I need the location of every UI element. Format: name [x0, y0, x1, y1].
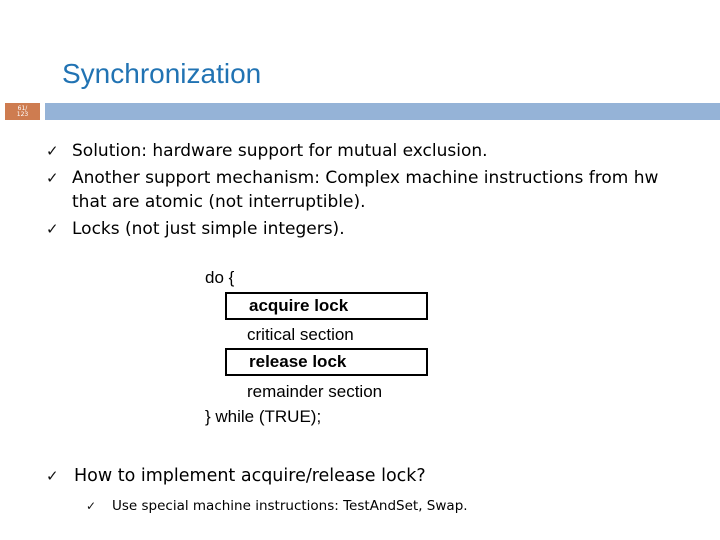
slide-number-current: 61/ — [17, 104, 28, 112]
code-line-do: do { — [205, 268, 235, 287]
sub-bullet-text: Use special machine instructions: TestAn… — [112, 498, 468, 514]
code-diagram: do { acquire lock critical section relea… — [205, 268, 455, 438]
remainder-section-label: remainder section — [247, 382, 383, 401]
slide-number-total: 123 — [16, 110, 29, 118]
sub-bullet-item: ✓ Use special machine instructions: Test… — [86, 496, 666, 516]
question-text: How to implement acquire/release lock? — [74, 466, 426, 486]
header-band — [45, 103, 720, 120]
bullet-text: Solution: hardware support for mutual ex… — [72, 141, 488, 161]
checkmark-icon: ✓ — [86, 499, 97, 513]
bullet-text: Another support mechanism: Complex machi… — [72, 168, 659, 188]
list-item: ✓ Locks (not just simple integers). — [46, 217, 701, 241]
checkmark-icon: ✓ — [46, 169, 59, 187]
slide-title: Synchronization — [62, 58, 262, 89]
critical-section-label: critical section — [247, 325, 354, 344]
list-item: ✓ Solution: hardware support for mutual … — [46, 139, 701, 163]
slide-number-badge: 61/ 123 — [5, 103, 40, 120]
checkmark-icon: ✓ — [46, 142, 59, 160]
code-line-while: } while (TRUE); — [205, 407, 322, 426]
acquire-lock-label: acquire lock — [249, 296, 349, 315]
bullet-text: that are atomic (not interruptible). — [72, 192, 366, 212]
list-item: ✓ Another support mechanism: Complex mac… — [46, 166, 701, 214]
release-lock-label: release lock — [249, 352, 347, 371]
release-lock-box: release lock — [225, 348, 428, 376]
checkmark-icon: ✓ — [46, 220, 59, 238]
bullet-list: ✓ Solution: hardware support for mutual … — [46, 139, 701, 244]
question-item: ✓ How to implement acquire/release lock? — [46, 464, 686, 489]
bullet-text: Locks (not just simple integers). — [72, 219, 345, 239]
checkmark-icon: ✓ — [46, 467, 59, 485]
acquire-lock-box: acquire lock — [225, 292, 428, 320]
